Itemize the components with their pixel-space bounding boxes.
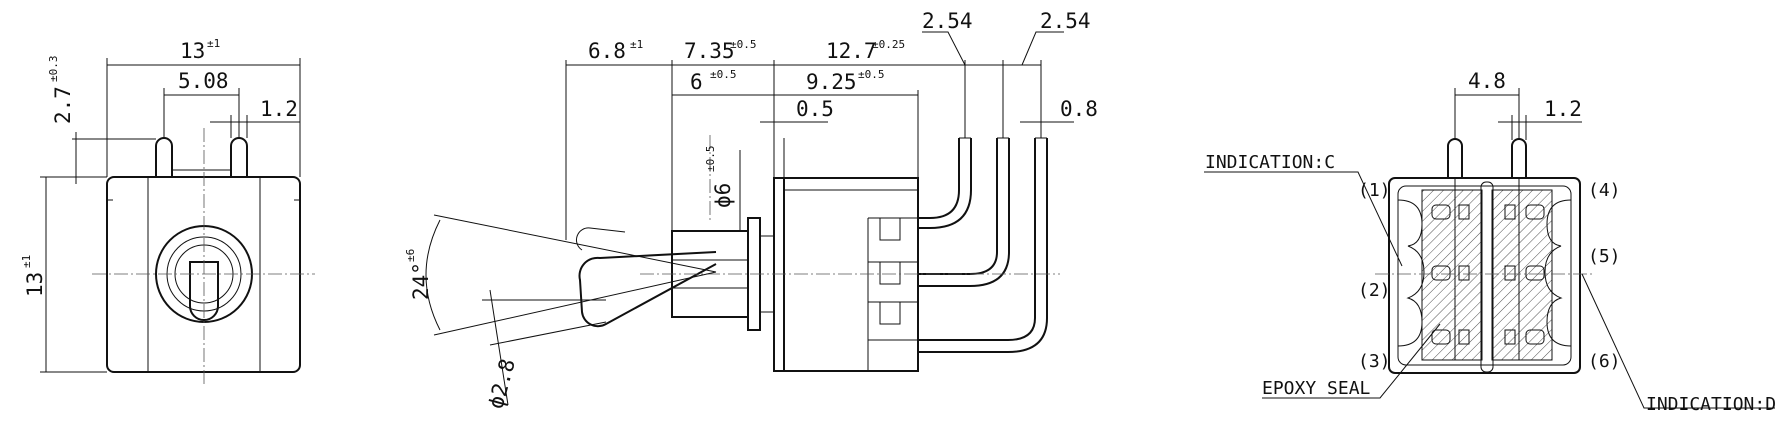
side-terminal-thickness-dim: 0.8 bbox=[1060, 97, 1098, 121]
front-height-dim: 13 bbox=[23, 272, 47, 297]
side-lever-diameter-dim: ϕ2.8 bbox=[484, 356, 520, 411]
side-plate bbox=[773, 177, 785, 372]
side-thread-length-tol: ±0.5 bbox=[710, 68, 737, 81]
side-lever bbox=[578, 251, 717, 328]
front-width-tol: ±1 bbox=[207, 37, 220, 50]
bottom-pitch-dim: 4.8 bbox=[1468, 69, 1506, 93]
side-thread-length-dim: 6 bbox=[690, 70, 703, 94]
side-body-to-terminal-dim: 9.25 bbox=[806, 70, 857, 94]
pin-label-5: (5) bbox=[1588, 246, 1621, 267]
side-angle-dim: 24° bbox=[409, 262, 433, 300]
front-height-tol: ±1 bbox=[20, 255, 33, 268]
front-lever bbox=[189, 261, 219, 321]
side-body-length-dim: 12.7 bbox=[826, 39, 877, 63]
side-bushing-diameter-tol: ±0.5 bbox=[704, 146, 717, 173]
indication-c-label: INDICATION:C bbox=[1205, 152, 1335, 173]
side-body-length-tol: ±0.25 bbox=[872, 38, 905, 51]
front-body bbox=[106, 176, 301, 373]
side-view: 24° ±6 ϕ2.8 ϕ6 ±0.5 6.8 ±1 7.35 ±0.5 12.… bbox=[404, 9, 1098, 411]
front-terminal-left bbox=[155, 137, 173, 177]
bottom-view: 4.8 1.2 INDICATION:C INDICATION:D EPOXY … bbox=[1204, 69, 1776, 415]
side-body bbox=[783, 177, 919, 372]
side-lever-length-dim: 6.8 bbox=[588, 39, 626, 63]
bottom-pin-pads bbox=[1431, 204, 1545, 345]
side-angle-tol: ±6 bbox=[404, 249, 417, 262]
side-body-to-terminal-tol: ±0.5 bbox=[858, 68, 885, 81]
front-pitch-dim: 5.08 bbox=[178, 69, 229, 93]
epoxy-seal-label: EPOXY SEAL bbox=[1262, 378, 1371, 399]
pin-label-2: (2) bbox=[1358, 280, 1391, 301]
epoxy-seal-area-right bbox=[1491, 189, 1553, 361]
bottom-inner-frame bbox=[1397, 185, 1572, 366]
side-lever-length-tol: ±1 bbox=[630, 38, 643, 51]
side-bushing-diameter-dim: ϕ6 bbox=[711, 183, 735, 208]
front-width-dim: 13 bbox=[180, 39, 205, 63]
pin-label-6: (6) bbox=[1588, 351, 1621, 372]
indication-d-label: INDICATION:D bbox=[1646, 394, 1776, 415]
bottom-terminal-width-dim: 1.2 bbox=[1544, 97, 1582, 121]
pin-label-4: (4) bbox=[1588, 180, 1621, 201]
pin-label-3: (3) bbox=[1358, 351, 1391, 372]
front-terminal-height-dim: 2.7 bbox=[51, 86, 75, 124]
side-plate-thickness-dim: 0.5 bbox=[796, 97, 834, 121]
side-terminal-1 bbox=[918, 138, 972, 229]
pin-label-1: (1) bbox=[1358, 180, 1391, 201]
front-terminal-right bbox=[230, 137, 248, 177]
side-terminal-2 bbox=[918, 138, 1010, 287]
side-lever-alt bbox=[576, 227, 626, 251]
side-terminal-pitch-1-dim: 2.54 bbox=[922, 9, 973, 33]
front-view: 13 ±1 5.08 1.2 2.7 ±0.3 13 ±1 bbox=[20, 37, 315, 385]
front-terminal-width-dim: 1.2 bbox=[260, 97, 298, 121]
bottom-outer-frame bbox=[1388, 177, 1581, 374]
front-terminal-height-tol: ±0.3 bbox=[47, 56, 60, 83]
side-bushing-length-tol: ±0.5 bbox=[730, 38, 757, 51]
side-terminal-3 bbox=[918, 138, 1048, 353]
side-bushing-length-dim: 7.35 bbox=[684, 39, 735, 63]
side-terminal-pitch-2-dim: 2.54 bbox=[1040, 9, 1091, 33]
